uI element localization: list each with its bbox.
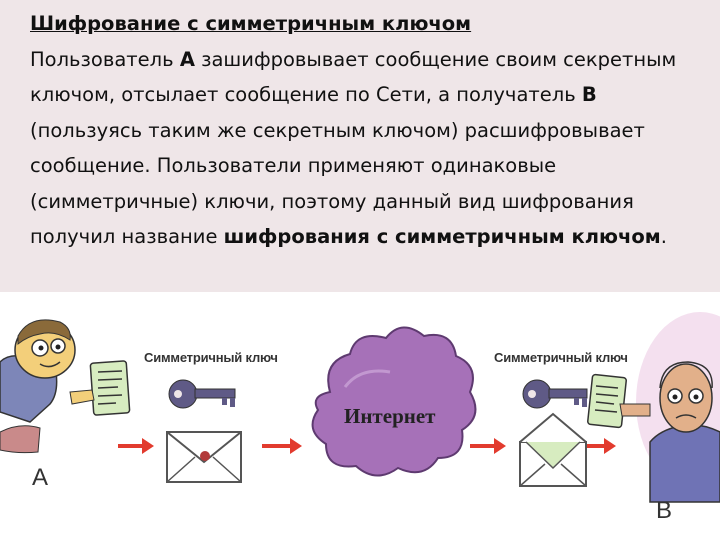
left-key-label: Симметричный ключ [144,350,278,365]
encryption-diagram: Симметричный ключ Симметричный ключ Инте… [0,292,720,540]
arrow-icon [470,438,506,454]
sender-illustration [0,319,131,454]
receiver-illustration [587,312,720,503]
receiver-label: В [656,497,673,524]
text-block: Шифрование с симметричным ключом Пользов… [30,6,700,255]
text-panel: Шифрование с симметричным ключом Пользов… [0,0,720,292]
term-emphasis: шифрования с симметричным ключом [223,225,661,248]
arrow-icon [262,438,302,454]
arrow-icon [118,438,154,454]
key-icon [522,379,588,409]
text-segment: зашифровывает сообщение своим секретным … [30,47,677,107]
key-icon [168,379,236,409]
envelope-icon [166,431,242,483]
paragraph: Шифрование с симметричным ключом Пользов… [30,6,700,255]
right-key-label: Симметричный ключ [494,350,628,365]
cloud-label: Интернет [344,404,436,428]
diagram-art [0,312,720,503]
sender-label: А [32,464,49,491]
internet-cloud-icon [311,326,477,477]
user-b-ref: В [581,83,597,106]
text-segment: (пользуясь таким же секретным ключом) ра… [30,118,645,249]
text-segment: Пользователь [30,47,180,71]
open-envelope-icon [519,412,587,487]
slide-heading: Шифрование с симметричным ключом [30,12,472,35]
arrow-icon [586,438,616,454]
user-a-ref: А [179,47,195,71]
text-segment: . [660,225,667,248]
